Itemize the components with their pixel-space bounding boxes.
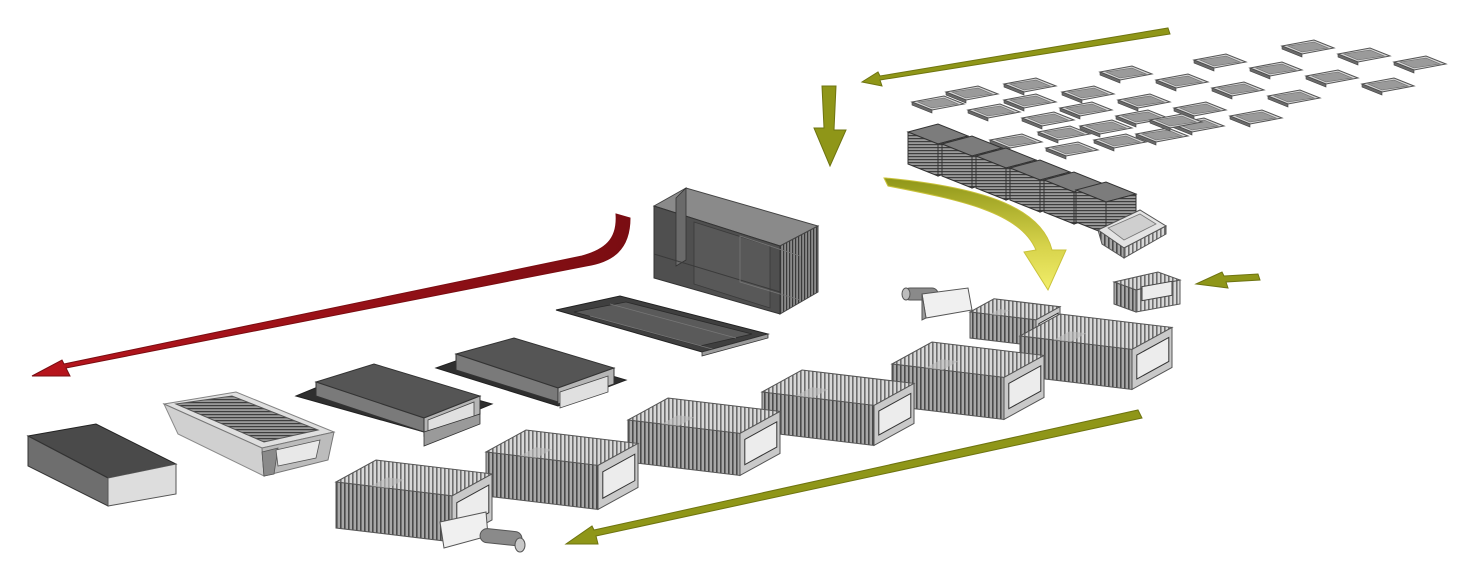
tray-plate xyxy=(1002,93,1058,112)
finned-core-rotated xyxy=(1097,209,1168,259)
tray-plate xyxy=(1266,89,1322,108)
tray-plate xyxy=(1280,39,1336,58)
tray-plate xyxy=(910,95,966,114)
finned-core-d xyxy=(760,369,916,447)
arrow-down-left xyxy=(813,85,847,168)
tray-plate xyxy=(944,85,1000,104)
tray-plate xyxy=(1336,47,1392,66)
tray-plate xyxy=(1058,101,1114,120)
arrow-return xyxy=(31,213,631,377)
closed-box xyxy=(26,423,178,507)
channel-housing-1 xyxy=(294,363,494,447)
tray-plate xyxy=(1192,53,1248,72)
finned-core-c xyxy=(890,341,1046,421)
tray-plate xyxy=(1020,111,1076,130)
tray-plate xyxy=(1172,101,1228,120)
flat-sheet xyxy=(555,295,770,357)
tray-plate xyxy=(1098,65,1154,84)
tray-plate xyxy=(966,103,1022,122)
tray-plate xyxy=(1134,127,1190,146)
finned-core-small xyxy=(1112,271,1182,313)
tray-plate xyxy=(1116,93,1172,112)
finned-core-b xyxy=(1018,313,1174,391)
tray-plate xyxy=(1154,73,1210,92)
tray-plate xyxy=(1228,109,1284,128)
arrow-input-top xyxy=(860,27,1171,87)
arrow-bottom-output xyxy=(564,409,1143,545)
tray-plate xyxy=(1002,77,1058,96)
finned-core-e xyxy=(626,397,782,477)
tray-plate xyxy=(1044,141,1100,160)
tray-plate xyxy=(1360,77,1416,96)
open-housing xyxy=(162,391,336,477)
tray-plate xyxy=(1148,113,1204,132)
tray-plate xyxy=(1304,69,1360,88)
tray-plate xyxy=(1210,81,1266,100)
finned-core-f xyxy=(484,429,640,511)
tray-plate xyxy=(1078,119,1134,138)
tray-plates xyxy=(910,39,1448,160)
tray-plate xyxy=(1248,61,1304,80)
arrow-curve-highlight xyxy=(883,177,1067,292)
tray-plate xyxy=(1060,85,1116,104)
tray-plate xyxy=(1036,125,1092,144)
housing-block xyxy=(652,187,820,315)
arrow-input-right xyxy=(1194,271,1261,289)
pin-plate-top xyxy=(901,287,973,321)
pin-plate-bottom xyxy=(439,511,526,553)
channel-housing-2 xyxy=(434,337,628,409)
tray-plate xyxy=(1392,55,1448,74)
tray-plate xyxy=(1092,133,1148,152)
